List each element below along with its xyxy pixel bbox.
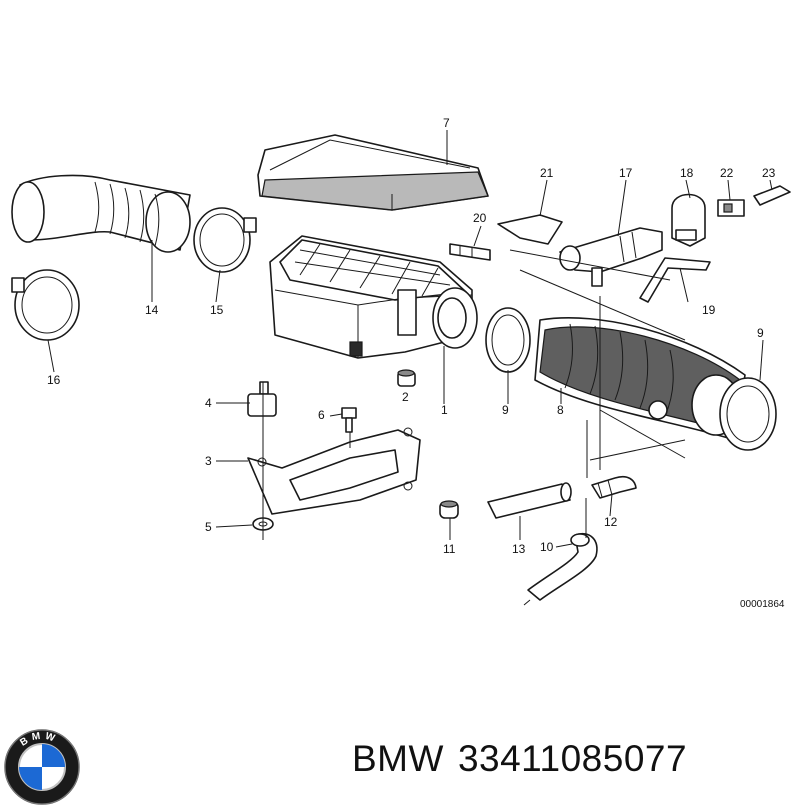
callout-12: 12 (604, 515, 618, 529)
part-15-hose-clamp (193, 207, 257, 273)
callout-14: 14 (145, 303, 159, 317)
callout-21: 21 (540, 166, 554, 180)
part-11-cap (439, 500, 459, 519)
callout-16: 16 (47, 373, 61, 387)
part-23-plug (753, 185, 791, 206)
part-18-holder (671, 193, 706, 247)
callout-7: 7 (443, 116, 450, 130)
part-1-air-filter-housing (269, 235, 478, 359)
part-2-grommet (397, 369, 416, 387)
callout-22: 22 (720, 166, 734, 180)
part-21-hose-piece (497, 214, 563, 245)
part-9-clamp-left (485, 307, 531, 373)
callout-3: 3 (205, 454, 212, 468)
part-16-hose-clamp (11, 269, 80, 341)
callout-13: 13 (512, 542, 526, 556)
part-9-clamp-right (719, 377, 777, 451)
drawing-code: 00001864 (740, 599, 785, 610)
callout-20: 20 (473, 211, 487, 225)
part-20-connector (449, 243, 491, 261)
callout-5: 5 (205, 520, 212, 534)
callout-6: 6 (318, 408, 325, 422)
part-number: 33411085077 (457, 738, 688, 779)
callout-8: 8 (557, 403, 564, 417)
part-7-filter-cover (257, 134, 489, 211)
callout-18: 18 (680, 166, 694, 180)
part-19-bracket (639, 257, 711, 303)
leader-lines (47, 130, 773, 606)
part-number-caption: BMW 33411085077 (352, 738, 701, 780)
part-4-rubber-mount (247, 381, 277, 417)
callout-10: 10 (540, 540, 554, 554)
part-6-screw (341, 407, 357, 433)
part-3-bracket (247, 427, 421, 515)
bmw-logo: BMW (4, 729, 80, 805)
brand-name: BMW (352, 738, 444, 779)
callout-9-right: 9 (757, 326, 764, 340)
part-17-idle-valve (559, 227, 663, 287)
part-12-elbow-hose (591, 475, 637, 499)
callout-11: 11 (443, 542, 456, 556)
callout-2: 2 (402, 390, 409, 404)
callout-labels: 7 21 17 18 22 23 20 19 9 14 15 16 2 4 6 … (47, 116, 785, 610)
callout-19: 19 (702, 303, 716, 317)
part-14-intake-hose (11, 174, 191, 253)
callout-23: 23 (762, 166, 776, 180)
part-13-hose (487, 482, 572, 519)
callout-15: 15 (210, 303, 224, 317)
callout-4: 4 (205, 396, 212, 410)
part-22-plug (717, 199, 745, 217)
part-8-intake-boot (534, 317, 746, 441)
callout-1: 1 (441, 403, 448, 417)
callout-9-left: 9 (502, 403, 509, 417)
part-10-bent-hose (527, 533, 598, 601)
callout-17: 17 (619, 166, 633, 180)
